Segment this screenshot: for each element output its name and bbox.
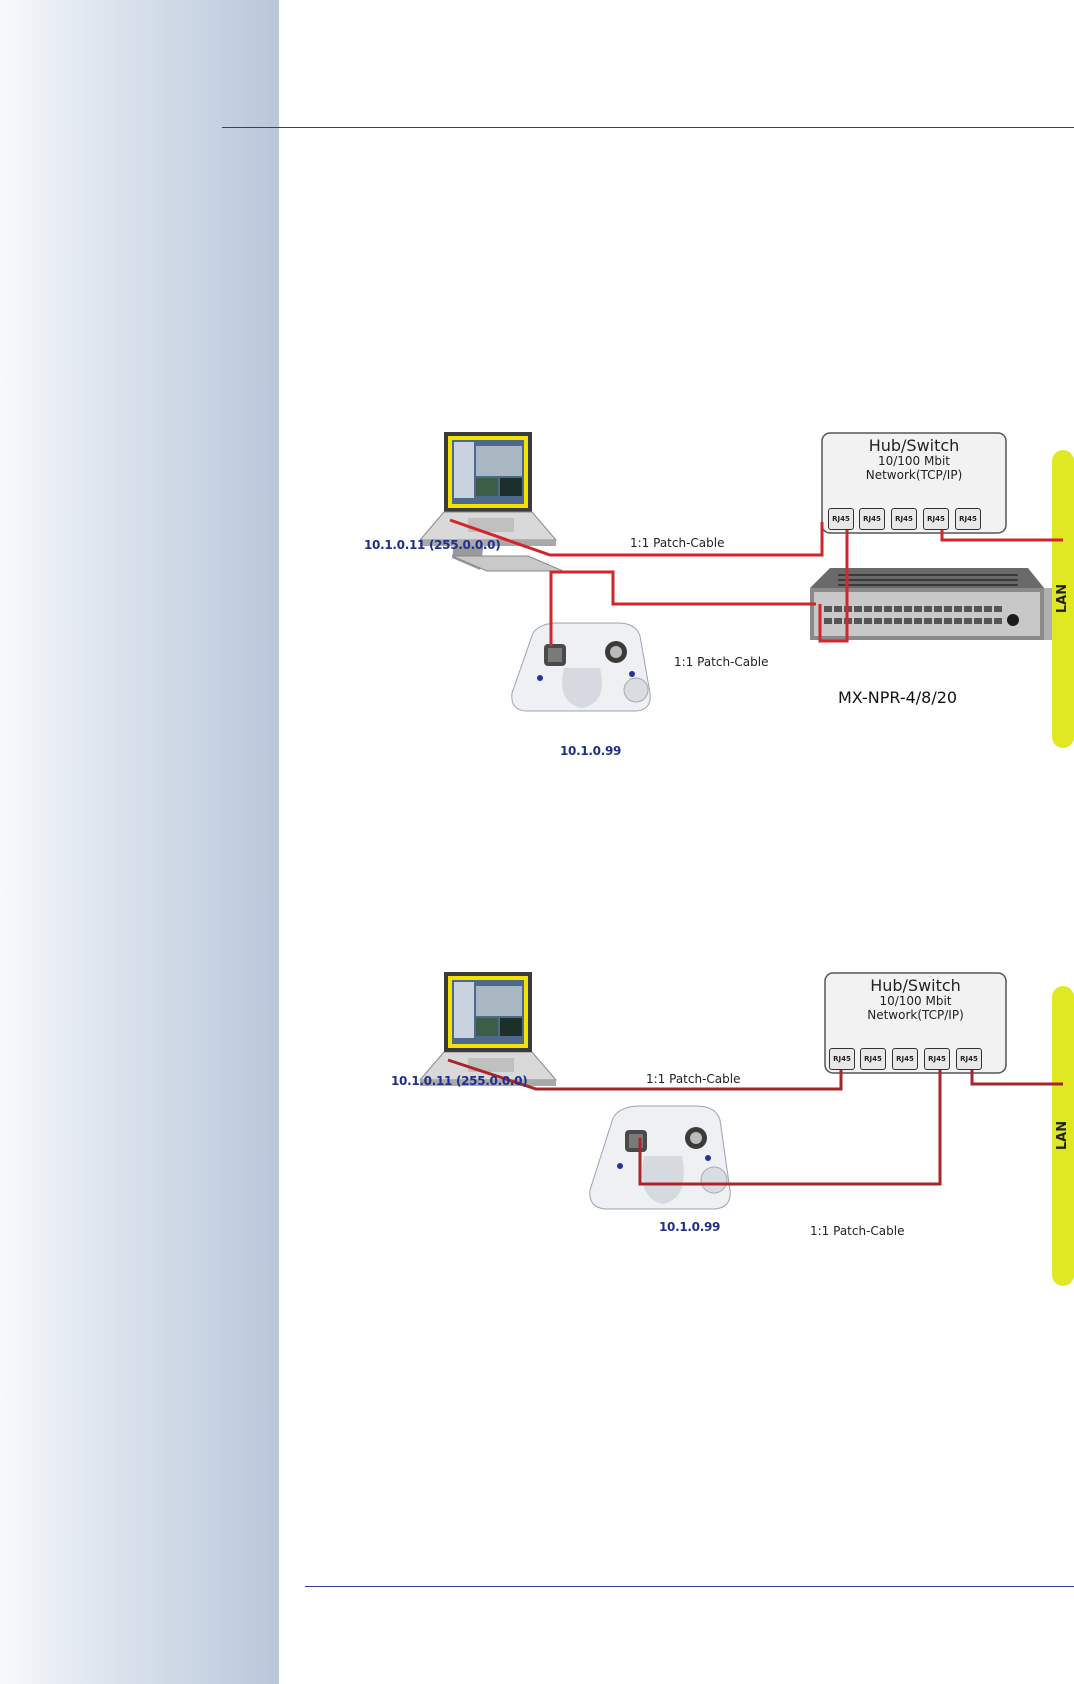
hub-port-1: RJ45 bbox=[829, 1048, 855, 1070]
npr-model-label: MX-NPR-4/8/20 bbox=[838, 688, 958, 707]
hub-port-3: RJ45 bbox=[892, 1048, 918, 1070]
hub-title: Hub/Switch 10/100 Mbit Network(TCP/IP) bbox=[825, 976, 1006, 1023]
laptop-icon bbox=[418, 432, 564, 572]
camera-ip-label: 10.1.0.99 bbox=[560, 744, 622, 758]
laptop-ip-label: 10.1.0.11 (255.0.0.0) bbox=[391, 1074, 528, 1088]
hub-title: Hub/Switch 10/100 Mbit Network(TCP/IP) bbox=[822, 436, 1006, 483]
cable-laptop-hub bbox=[449, 518, 824, 557]
hub-speed-text: 10/100 Mbit bbox=[877, 453, 951, 468]
hub-speed-text: 10/100 Mbit bbox=[879, 993, 952, 1008]
cable-camera-npr bbox=[549, 570, 816, 646]
diagram-direct-connection: 10.1.0.11 (255.0.0.0) 10.1.0.99 1:1 Patc… bbox=[368, 968, 1074, 1298]
diagram-npr-connection: 10.1.0.11 (255.0.0.0) 10.1.0.99 1:1 Patc… bbox=[364, 428, 1074, 768]
hub-port-2: RJ45 bbox=[860, 1048, 886, 1070]
hub-port-5: RJ45 bbox=[956, 1048, 982, 1070]
hub-port-5: RJ45 bbox=[955, 508, 981, 530]
laptop-ip-label: 10.1.0.11 (255.0.0.0) bbox=[364, 538, 501, 552]
lan-bar bbox=[1052, 450, 1074, 748]
camera-icon bbox=[589, 1105, 731, 1210]
camera-ip-label: 10.1.0.99 bbox=[659, 1220, 721, 1234]
hub-title-text: Hub/Switch bbox=[870, 976, 961, 995]
npr-rack-device bbox=[810, 568, 1052, 640]
footer-rule bbox=[305, 1586, 1074, 1587]
hub-port-3: RJ45 bbox=[891, 508, 917, 530]
lan-bar bbox=[1052, 986, 1074, 1286]
cable-label-camera: 1:1 Patch-Cable bbox=[674, 655, 769, 669]
hub-port-4: RJ45 bbox=[924, 1048, 950, 1070]
side-band bbox=[0, 0, 279, 1684]
cable-npr-hub bbox=[818, 522, 849, 643]
hub-port-1: RJ45 bbox=[828, 508, 854, 530]
hub-network-text: Network(TCP/IP) bbox=[865, 468, 963, 483]
cable-label-laptop: 1:1 Patch-Cable bbox=[630, 536, 725, 550]
laptop-icon bbox=[418, 972, 558, 1086]
hub-network-text: Network(TCP/IP) bbox=[867, 1008, 964, 1023]
camera-icon bbox=[511, 622, 651, 712]
header-rule bbox=[222, 127, 1074, 128]
hub-title-text: Hub/Switch bbox=[868, 436, 960, 455]
lan-label: LAN bbox=[1055, 1120, 1071, 1151]
hub-port-4: RJ45 bbox=[923, 508, 949, 530]
lan-label: LAN bbox=[1055, 583, 1071, 614]
cable-camera-hub bbox=[638, 1062, 942, 1186]
cable-label-camera: 1:1 Patch-Cable bbox=[810, 1224, 905, 1238]
cable-label-laptop: 1:1 Patch-Cable bbox=[646, 1072, 741, 1086]
cable-laptop-hub bbox=[447, 1058, 843, 1091]
hub-port-2: RJ45 bbox=[859, 508, 885, 530]
